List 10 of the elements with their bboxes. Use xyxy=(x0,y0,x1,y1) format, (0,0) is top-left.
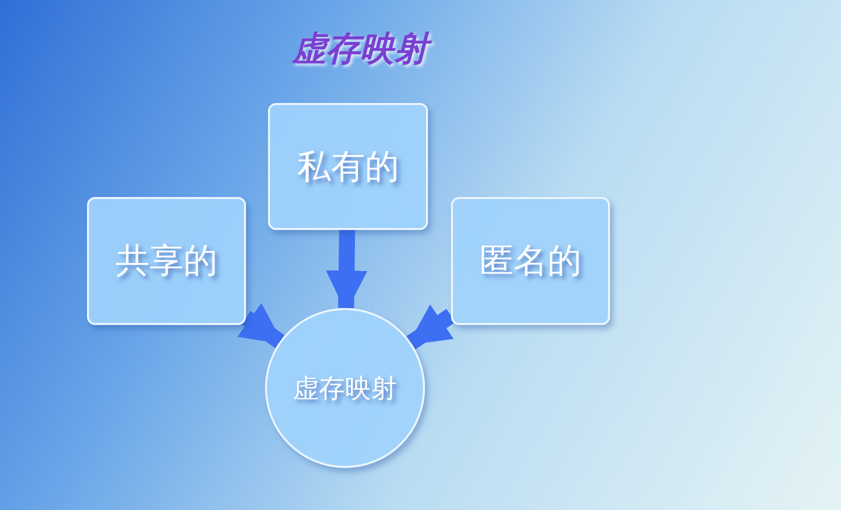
rounded-box xyxy=(451,197,610,325)
node-label: 私有的 xyxy=(297,146,399,188)
node-label: 匿名的 xyxy=(480,240,582,283)
block-arrow xyxy=(237,302,284,348)
node-label: 共享的 xyxy=(116,240,218,283)
rounded-box xyxy=(268,103,428,230)
block-arrow xyxy=(406,304,456,350)
title: 虚存映射 xyxy=(240,26,480,72)
node-label: 虚存映射 xyxy=(293,372,397,406)
rounded-box xyxy=(87,197,246,325)
